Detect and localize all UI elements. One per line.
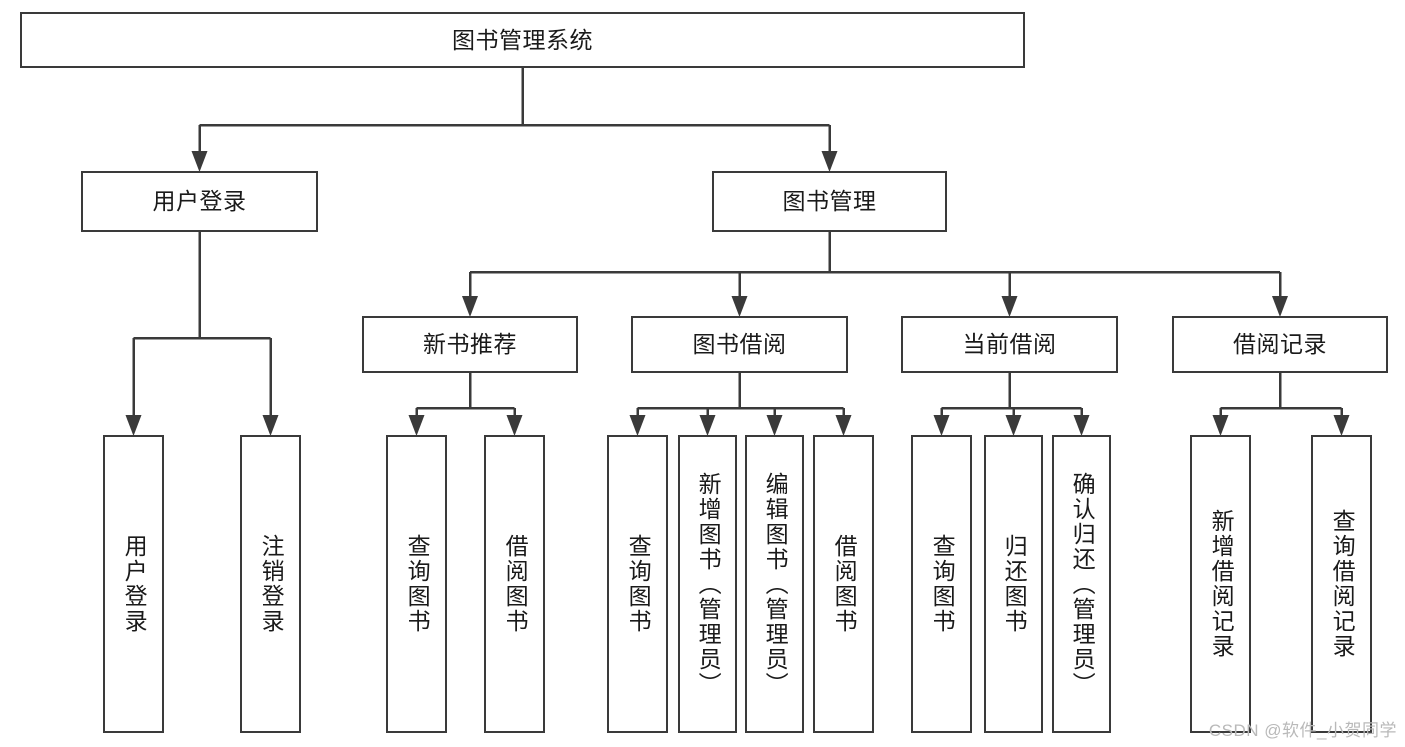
node-leaf-borrow-book-1[interactable]: 借阅图书 xyxy=(484,435,545,733)
node-borrow-record[interactable]: 借阅记录 xyxy=(1172,316,1388,373)
node-leaf-return-book[interactable]: 归还图书 xyxy=(984,435,1043,733)
node-leaf-add-book[interactable]: 新增图书（管理员） xyxy=(678,435,737,733)
node-root[interactable]: 图书管理系统 xyxy=(20,12,1025,68)
node-leaf-query-record[interactable]: 查询借阅记录 xyxy=(1311,435,1372,733)
node-label: 新增借阅记录 xyxy=(1208,509,1235,659)
node-new-book-rec[interactable]: 新书推荐 xyxy=(362,316,578,373)
node-label: 借阅图书 xyxy=(502,534,529,634)
node-label: 图书管理 xyxy=(782,188,877,215)
node-label: 归还图书 xyxy=(1001,534,1028,634)
node-leaf-edit-book[interactable]: 编辑图书（管理员） xyxy=(745,435,804,733)
watermark: CSDN @软件_小贺同学 xyxy=(1208,721,1397,740)
node-label: 新增图书（管理员） xyxy=(695,471,722,697)
node-label: 借阅图书 xyxy=(831,534,858,634)
node-label: 查询借阅记录 xyxy=(1329,509,1356,659)
node-leaf-confirm-return[interactable]: 确认归还（管理员） xyxy=(1052,435,1111,733)
node-label: 用户登录 xyxy=(152,188,247,215)
node-leaf-user-login[interactable]: 用户登录 xyxy=(103,435,164,733)
node-label: 查询图书 xyxy=(625,534,652,634)
node-leaf-query-book-1[interactable]: 查询图书 xyxy=(386,435,447,733)
node-book-manage[interactable]: 图书管理 xyxy=(712,171,947,232)
node-label: 图书借阅 xyxy=(692,331,787,358)
node-leaf-borrow-book-2[interactable]: 借阅图书 xyxy=(813,435,874,733)
node-label: 确认归还（管理员） xyxy=(1069,471,1096,697)
node-leaf-add-record[interactable]: 新增借阅记录 xyxy=(1190,435,1251,733)
node-current-borrow[interactable]: 当前借阅 xyxy=(901,316,1118,373)
node-user-login[interactable]: 用户登录 xyxy=(81,171,318,232)
node-label: 借阅记录 xyxy=(1233,331,1327,358)
node-book-borrow[interactable]: 图书借阅 xyxy=(631,316,848,373)
node-label: 查询图书 xyxy=(929,534,956,634)
node-label: 注销登录 xyxy=(258,534,285,634)
node-label: 新书推荐 xyxy=(423,331,517,358)
node-leaf-query-book-2[interactable]: 查询图书 xyxy=(607,435,668,733)
node-label: 查询图书 xyxy=(404,534,431,634)
node-leaf-query-book-3[interactable]: 查询图书 xyxy=(911,435,972,733)
node-label: 图书管理系统 xyxy=(452,26,593,53)
node-label: 当前借阅 xyxy=(962,331,1057,358)
node-label: 用户登录 xyxy=(121,534,148,634)
node-leaf-logout[interactable]: 注销登录 xyxy=(240,435,301,733)
node-label: 编辑图书（管理员） xyxy=(762,471,789,697)
